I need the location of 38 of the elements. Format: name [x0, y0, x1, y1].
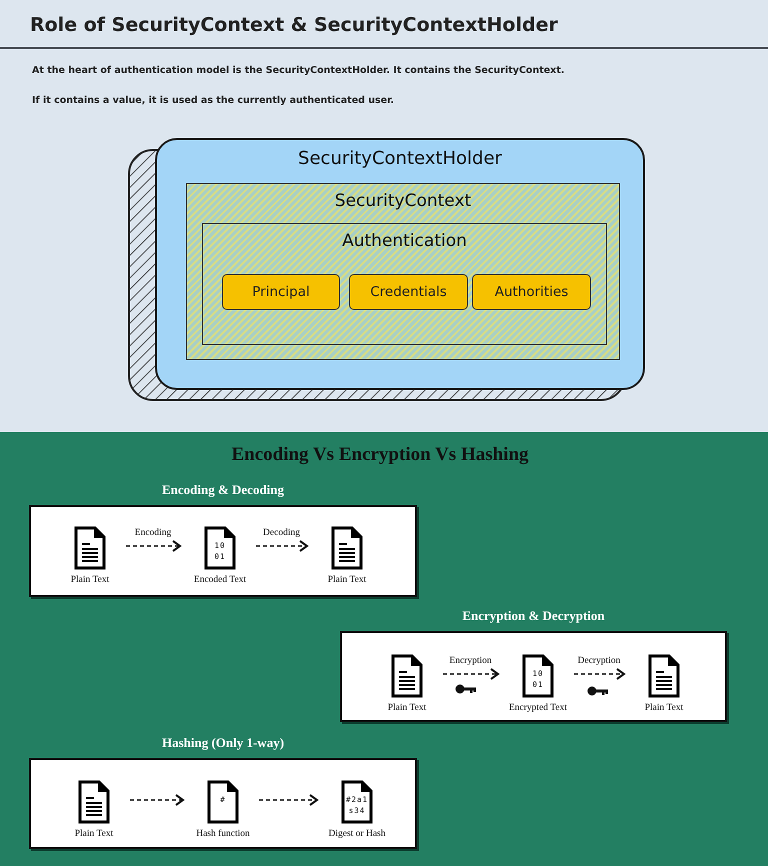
edge-label: Decryption: [576, 656, 622, 666]
context-box: [202, 223, 607, 345]
field-box: [222, 274, 340, 310]
document-caption: Hash function: [195, 829, 251, 839]
box-label: Authorities: [494, 284, 568, 300]
box-title: SecurityContext: [334, 191, 472, 211]
document-caption: Plain Text: [326, 575, 368, 585]
document-caption: Plain Text: [644, 703, 684, 713]
holder-box: [155, 138, 645, 390]
panel-heading: Hashing (Only 1-way): [160, 735, 286, 751]
document-caption: Encrypted Text: [508, 703, 568, 713]
document-caption: Digest or Hash: [328, 829, 386, 839]
dashed-arrow: [443, 668, 499, 680]
document-caption: Plain Text: [386, 703, 428, 713]
box-label: Principal: [252, 284, 310, 300]
intro-text: At the heart of authentication model is the SecurityContextHolder. It contains the SecurityContext.: [32, 65, 566, 76]
context-box: [186, 183, 620, 360]
field-box: [472, 274, 591, 310]
edge-label: Decoding: [262, 528, 301, 538]
section-heading: Encoding Vs Encryption Vs Hashing: [230, 444, 530, 466]
dashed-arrow: [574, 668, 625, 680]
box-label: Credentials: [370, 284, 447, 300]
dashed-arrow: [126, 540, 181, 552]
document-caption: Plain Text: [70, 575, 110, 585]
dashed-arrow: [259, 794, 318, 806]
box-title: Authentication: [341, 231, 468, 251]
panel-heading: Encoding & Decoding: [160, 482, 286, 498]
intro-text: If it contains a value, it is used as the currently authenticated user.: [32, 95, 396, 106]
dashed-arrow: [130, 794, 184, 806]
document-caption: Plain Text: [74, 829, 114, 839]
panel-heading: Encryption & Decryption: [461, 608, 606, 624]
edge-label: Encoding: [134, 528, 172, 538]
page-title: Role of SecurityContext & SecurityContextHolder: [30, 14, 558, 36]
field-box: [349, 274, 468, 310]
dashed-arrow: [256, 540, 308, 552]
edge-label: Encryption: [448, 656, 493, 666]
box-title: SecurityContextHolder: [297, 148, 503, 169]
document-caption: Encoded Text: [192, 575, 248, 585]
